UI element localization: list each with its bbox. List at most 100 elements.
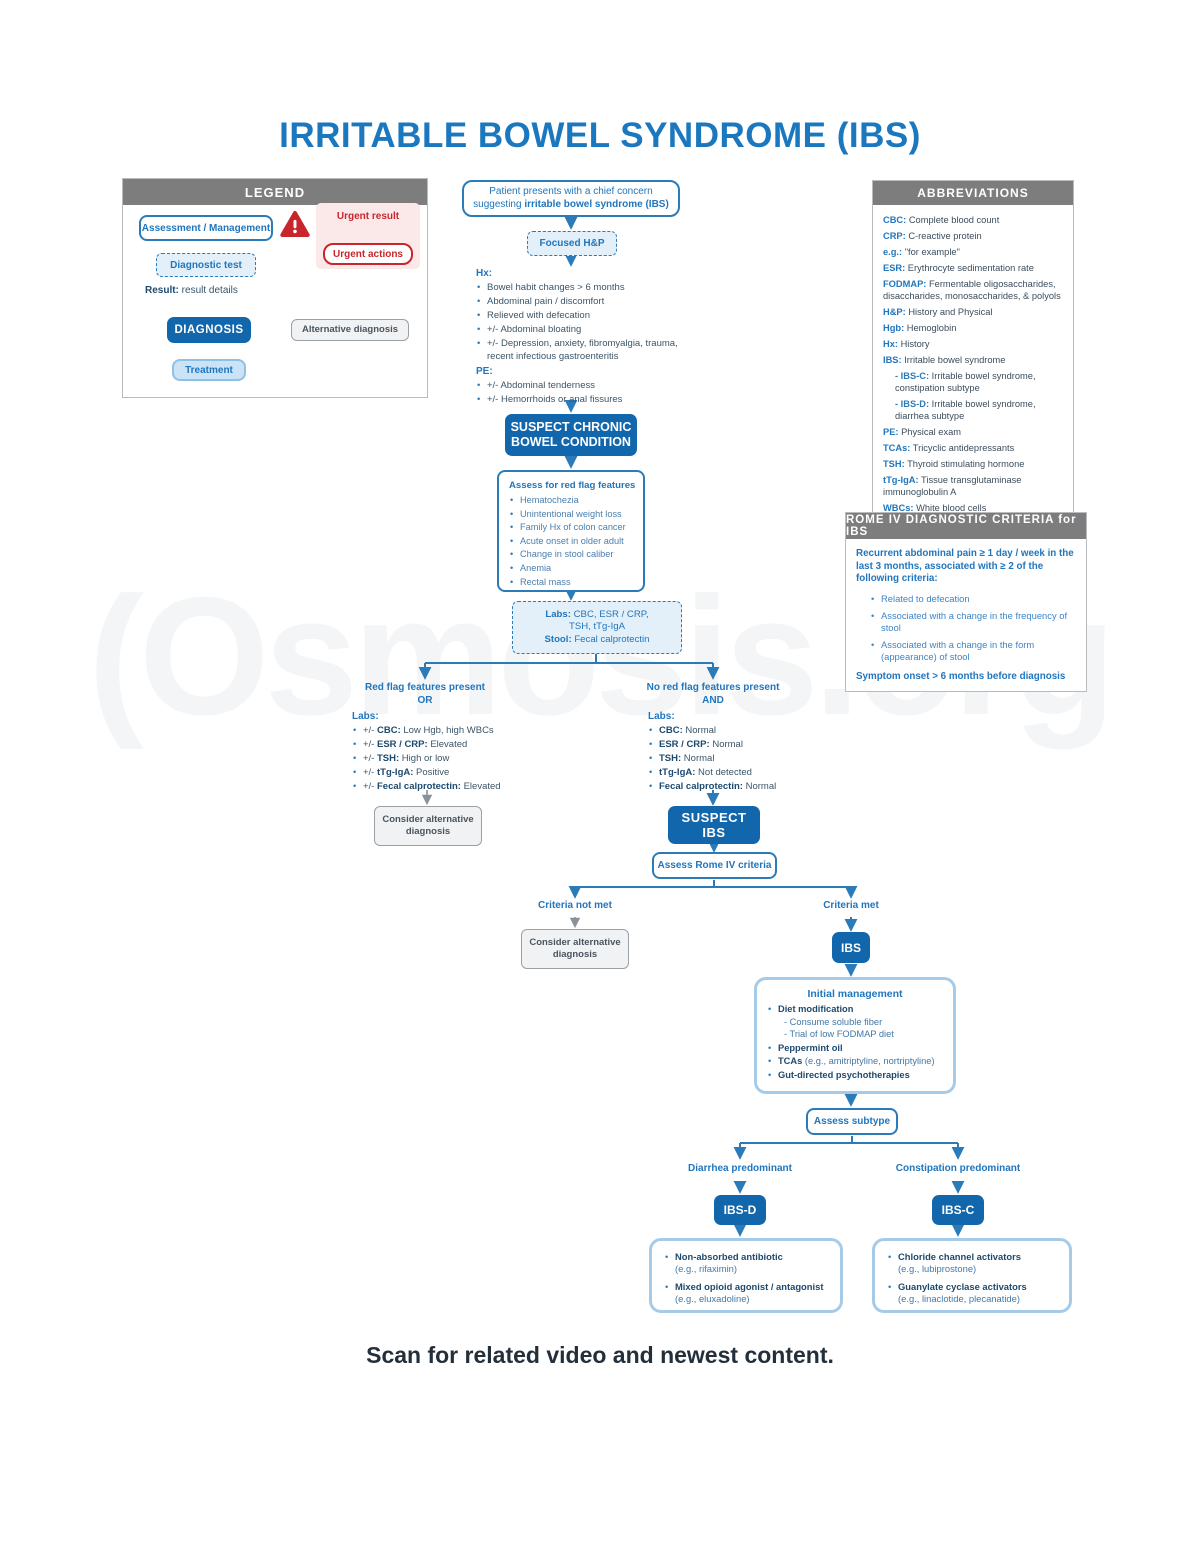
red-flag-item: Rectal mass (509, 576, 637, 589)
left-lab-item: +/- ESR / CRP: Elevated (352, 738, 527, 751)
red-flag-item: Unintentional weight loss (509, 508, 637, 521)
abbreviation-item: Hgb: Hemoglobin (883, 322, 957, 333)
treatment-box: Treatment (172, 359, 246, 381)
red-flag-item: Change in stool caliber (509, 548, 637, 561)
ibs-d-treatment-item: Non-absorbed antibiotic(e.g., rifaximin) (664, 1251, 830, 1276)
red-flags-title: Assess for red flag features (509, 480, 636, 491)
rome-criteria-panel: ROME IV DIAGNOSTIC CRITERIA for IBS Recu… (845, 512, 1087, 692)
legend-panel: LEGEND Urgent result Urgent actions Asse… (122, 178, 428, 398)
urgent-actions-box: Urgent actions (323, 243, 413, 265)
rome-footer: Symptom onset > 6 months before diagnosi… (856, 670, 1066, 682)
warning-icon (279, 209, 311, 241)
abbreviation-item: e.g.: "for example" (883, 246, 960, 257)
legend-header: LEGEND (123, 179, 427, 205)
right-lab-item: Fecal calprotectin: Normal (648, 780, 823, 793)
diagnostic-test-box: Diagnostic test (156, 253, 256, 277)
pe-label: PE: (476, 366, 493, 377)
assess-subtype-box: Assess subtype (806, 1108, 898, 1135)
diagnosis-box: DIAGNOSIS (167, 317, 251, 343)
diarrhea-predominant-label: Diarrhea predominant (688, 1163, 792, 1174)
consider-alternative-box: Consider alternative diagnosis (374, 806, 482, 846)
left-labs-label: Labs: (352, 711, 379, 722)
ibs-c-box: IBS-C (932, 1195, 984, 1225)
ibs-d-box: IBS-D (714, 1195, 766, 1225)
abbreviation-item: - IBS-D: Irritable bowel syndrome, diarr… (895, 398, 1036, 422)
right-branch-label: No red flag features present AND (646, 682, 780, 706)
hx-item: Relieved with defecation (476, 309, 694, 322)
ibs-c-treatment-item: Chloride channel activators(e.g., lubipr… (887, 1251, 1059, 1276)
red-flags-box: Assess for red flag features Hematochezi… (497, 470, 645, 592)
abbreviation-item: TSH: Thyroid stimulating hormone (883, 459, 1025, 469)
left-branch-label: Red flag features present OR (364, 682, 486, 706)
abbreviation-item: H&P: History and Physical (883, 306, 993, 317)
management-item: Peppermint oil (767, 1042, 943, 1055)
left-lab-item: +/- CBC: Low Hgb, high WBCs (352, 724, 527, 737)
hx-item: +/- Depression, anxiety, fibromyalgia, t… (476, 337, 694, 363)
rome-criteria-header: ROME IV DIAGNOSTIC CRITERIA for IBS (846, 513, 1086, 539)
hx-label: Hx: (476, 268, 493, 279)
abbreviation-item: - IBS-C: Irritable bowel syndrome, const… (895, 370, 1036, 393)
management-item: Gut-directed psychotherapies (767, 1069, 943, 1082)
right-lab-item: tTg-IgA: Not detected (648, 766, 823, 779)
initial-management-box: Initial management Diet modification - C… (754, 977, 956, 1094)
management-subitem: - Consume soluble fiber (784, 1016, 883, 1027)
consider-alternative-box-2: Consider alternative diagnosis (521, 929, 629, 969)
urgent-result-label: Urgent result (336, 211, 400, 222)
page-title: IRRITABLE BOWEL SYNDROME (IBS) (279, 116, 921, 155)
assessment-box: Assessment / Management (139, 215, 273, 241)
hx-item: +/- Abdominal bloating (476, 323, 694, 336)
rome-intro: Recurrent abdominal pain ≥ 1 day / week … (856, 548, 1074, 584)
red-flag-item: Hematochezia (509, 494, 637, 507)
abbreviation-item: TCAs: Tricyclic antidepressants (883, 443, 1015, 454)
ibs-c-treatment-item: Guanylate cyclase activators(e.g., linac… (887, 1281, 1059, 1306)
abbreviation-item: tTg-IgA: Tissue transglutaminase immunog… (883, 474, 1022, 498)
abbreviation-item: IBS: Irritable bowel syndrome (883, 354, 1006, 365)
right-lab-item: ESR / CRP: Normal (648, 738, 823, 751)
pe-item: +/- Abdominal tenderness (476, 379, 694, 392)
hx-item: Abdominal pain / discomfort (476, 295, 694, 308)
criteria-met-label: Criteria met (823, 900, 879, 911)
hx-item: Bowel habit changes > 6 months (476, 281, 694, 294)
rome-bullet: Associated with a change in the form (ap… (870, 639, 1076, 663)
labs-order-box: Labs: CBC, ESR / CRP, TSH, tTg-IgA Stool… (512, 601, 682, 654)
alternative-diagnosis-box: Alternative diagnosis (291, 319, 409, 341)
focused-hp-box: Focused H&P (527, 231, 617, 256)
ibs-d-treatment-box: Non-absorbed antibiotic(e.g., rifaximin)… (649, 1238, 843, 1313)
rome-bullet: Associated with a change in the frequenc… (870, 610, 1076, 634)
management-item: TCAs (e.g., amitriptyline, nortriptyline… (767, 1055, 943, 1068)
suspect-ibs-box: SUSPECT IBS (668, 806, 760, 844)
ibs-d-treatment-item: Mixed opioid agonist / antagonist(e.g., … (664, 1281, 830, 1306)
result-label: Result: result details (145, 285, 238, 296)
history-pe-block: Hx: Bowel habit changes > 6 months Abdom… (476, 268, 694, 407)
patient-presents-box: Patient presents with a chief concern su… (462, 180, 680, 217)
pe-item: +/- Hemorrhoids or anal fissures (476, 393, 694, 406)
assess-rome-box: Assess Rome IV criteria (652, 852, 777, 879)
abbreviation-item: FODMAP: Fermentable oligosaccharides, di… (883, 278, 1061, 302)
abbreviations-panel: ABBREVIATIONS CBC: Complete blood count … (872, 180, 1074, 527)
red-flag-item: Family Hx of colon cancer (509, 521, 637, 534)
left-lab-item: +/- Fecal calprotectin: Elevated (352, 780, 527, 793)
management-item: Diet modification - Consume soluble fibe… (767, 1003, 943, 1041)
constipation-predominant-label: Constipation predominant (895, 1163, 1021, 1174)
red-flag-item: Anemia (509, 562, 637, 575)
right-lab-item: TSH: Normal (648, 752, 823, 765)
ibs-c-treatment-box: Chloride channel activators(e.g., lubipr… (872, 1238, 1072, 1313)
left-lab-item: +/- TSH: High or low (352, 752, 527, 765)
abbreviation-item: Hx: History (883, 338, 930, 349)
abbreviations-header: ABBREVIATIONS (873, 181, 1073, 205)
abbreviation-item: ESR: Erythrocyte sedimentation rate (883, 262, 1034, 273)
left-labs-block: Labs: +/- CBC: Low Hgb, high WBCs +/- ES… (352, 711, 527, 794)
criteria-not-met-label: Criteria not met (538, 900, 612, 911)
management-subitem: - Trial of low FODMAP diet (784, 1029, 894, 1040)
abbreviation-item: CRP: C-reactive protein (883, 230, 982, 241)
right-lab-item: CBC: Normal (648, 724, 823, 737)
abbreviation-item: PE: Physical exam (883, 427, 962, 438)
left-lab-item: +/- tTg-IgA: Positive (352, 766, 527, 779)
rome-bullet: Related to defecation (870, 593, 1076, 605)
right-labs-label: Labs: (648, 711, 675, 722)
red-flag-item: Acute onset in older adult (509, 535, 637, 548)
ibs-box: IBS (832, 932, 870, 963)
right-labs-block: Labs: CBC: Normal ESR / CRP: Normal TSH:… (648, 711, 823, 794)
